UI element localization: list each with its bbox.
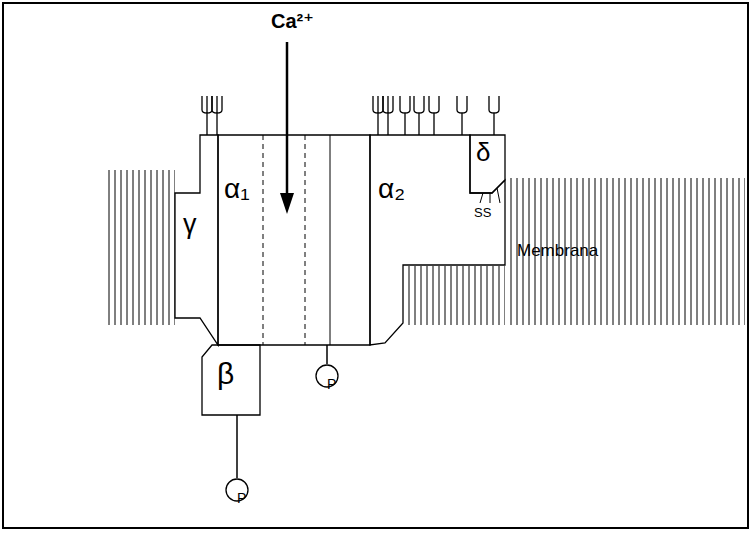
- membrane-left: [108, 170, 175, 325]
- subunit-name: α₁: [224, 175, 250, 203]
- membrane-label: Membrana: [517, 242, 598, 259]
- alpha2-subunit: α₂: [370, 135, 505, 345]
- membrane-under-alpha2: [404, 266, 505, 325]
- delta-subunit: δ: [470, 135, 505, 193]
- node-outline: [175, 135, 218, 345]
- phosphate-circle: P: [315, 364, 339, 388]
- phosphate-text: P: [327, 377, 336, 391]
- subunit-name: δ: [476, 139, 490, 165]
- phosphate-circle: P: [225, 478, 249, 502]
- calcium-arrow: [280, 42, 294, 214]
- subunit-name: γ: [183, 211, 197, 238]
- alpha1-subunit: α₁: [218, 135, 370, 345]
- subunit-name: α₂: [378, 175, 405, 203]
- ion-label: Ca²⁺: [271, 11, 314, 31]
- node-outline: [370, 135, 505, 345]
- gamma-subunit: γ: [175, 135, 218, 345]
- connector-line: [327, 345, 328, 364]
- subunit-name: β: [217, 359, 234, 389]
- disulfide-bonds: [480, 188, 500, 203]
- pore-lines: [263, 135, 305, 345]
- bond-label: SS: [474, 206, 491, 219]
- frame: [3, 3, 748, 528]
- glycosylation-symbols: [202, 96, 499, 135]
- phosphate-text: P: [237, 491, 246, 505]
- membrane-right: [506, 178, 745, 325]
- node-outline: [218, 135, 370, 345]
- beta-subunit: β: [200, 345, 260, 415]
- connector-line: [237, 415, 238, 478]
- segment-line: [330, 135, 331, 345]
